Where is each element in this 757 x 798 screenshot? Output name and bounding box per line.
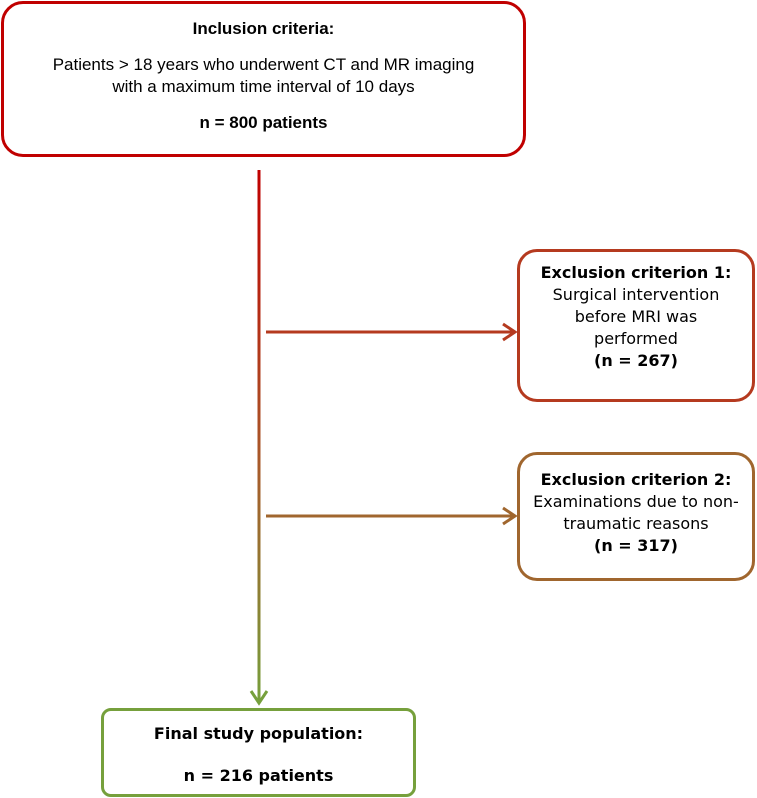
exclusion-criterion-2-line2: traumatic reasons bbox=[563, 514, 709, 533]
arrow-down-to-final-arrowhead bbox=[249, 690, 269, 706]
exclusion-criterion-1-line1: Surgical intervention bbox=[552, 285, 720, 304]
exclusion-criterion-1-title: Exclusion criterion 1: bbox=[540, 263, 732, 282]
exclusion-criterion-2-box: Exclusion criterion 2: Examinations due … bbox=[517, 452, 755, 581]
inclusion-criteria-line1: Patients > 18 years who underwent CT and… bbox=[52, 55, 475, 74]
exclusion-criterion-1-line2: before MRI was bbox=[574, 307, 698, 326]
exclusion-criterion-2-description: Examinations due to non- traumatic reaso… bbox=[531, 491, 741, 535]
inclusion-count: n = 800 patients bbox=[199, 113, 328, 132]
exclusion-criterion-1-description: Surgical intervention before MRI was per… bbox=[531, 284, 741, 350]
exclusion-criterion-2-count: (n = 317) bbox=[594, 536, 678, 555]
branch-to-exclusion1-arrowhead bbox=[502, 322, 518, 342]
exclusion-criterion-2-title: Exclusion criterion 2: bbox=[540, 470, 732, 489]
branch-to-exclusion2-arrowhead bbox=[502, 506, 518, 526]
exclusion-criterion-1-line3: performed bbox=[594, 329, 678, 348]
final-study-population-title: Final study population: bbox=[153, 724, 364, 743]
inclusion-criteria-line2: with a maximum time interval of 10 days bbox=[112, 77, 415, 96]
exclusion-criterion-1-box: Exclusion criterion 1: Surgical interven… bbox=[517, 249, 755, 402]
final-study-population-box: Final study population: n = 216 patients bbox=[101, 708, 416, 797]
inclusion-criteria-title: Inclusion criteria: bbox=[192, 19, 335, 38]
final-study-population-count: n = 216 patients bbox=[183, 766, 334, 785]
inclusion-criteria-box: Inclusion criteria: Patients > 18 years … bbox=[1, 1, 526, 157]
exclusion-criterion-1-count: (n = 267) bbox=[594, 351, 678, 370]
inclusion-criteria-description: Patients > 18 years who underwent CT and… bbox=[53, 54, 475, 98]
exclusion-criterion-2-line1: Examinations due to non- bbox=[533, 492, 739, 511]
